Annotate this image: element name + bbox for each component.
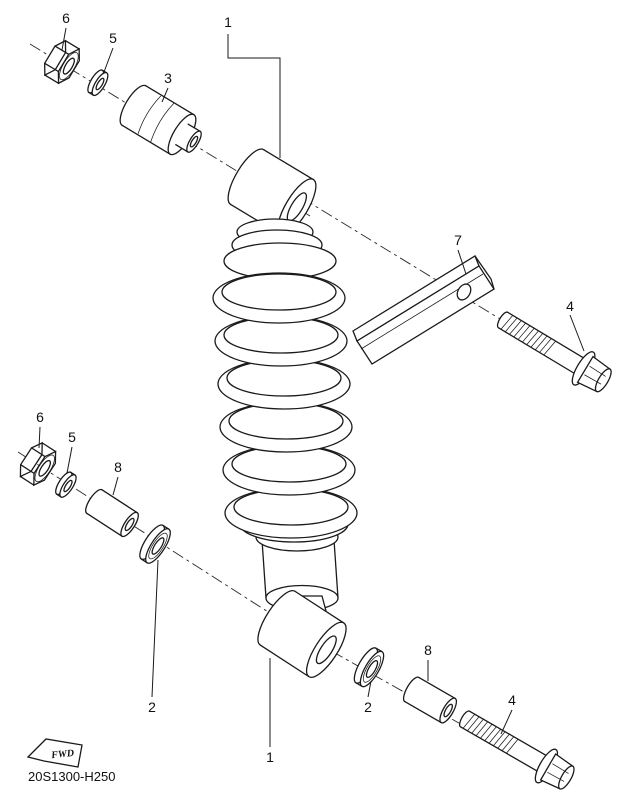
callout-labels: 6 5 3 1 7 4 6 5 8 2 1 2 8 4 <box>36 10 574 765</box>
hex-nut-upper <box>38 36 86 88</box>
leader-lines <box>38 27 585 747</box>
callout-6-upper: 6 <box>62 10 70 26</box>
fwd-indicator: FWD <box>26 738 83 768</box>
spacer-collar-right <box>399 674 461 726</box>
callout-6-lower: 6 <box>36 409 44 425</box>
dust-seal-right <box>349 644 389 691</box>
pivot-bushing <box>114 80 211 165</box>
dust-seal-left <box>134 521 176 568</box>
bolt-lower <box>451 700 581 797</box>
callout-4-lower: 4 <box>508 692 516 708</box>
relay-bracket <box>352 255 495 365</box>
callout-5-lower: 5 <box>68 429 76 445</box>
callout-1-top: 1 <box>224 14 232 30</box>
bracket-hole <box>456 283 472 301</box>
callout-3: 3 <box>164 70 172 86</box>
callout-5-upper: 5 <box>109 30 117 46</box>
washer-lower <box>52 469 80 501</box>
shock-absorber <box>212 143 358 684</box>
callout-7: 7 <box>454 232 462 248</box>
coil-spring <box>212 272 358 539</box>
spacer-collar-left <box>81 486 143 540</box>
callout-4-upper: 4 <box>566 298 574 314</box>
fwd-label: FWD <box>50 748 75 761</box>
callout-8-right: 8 <box>424 642 432 658</box>
washer-upper <box>84 67 112 99</box>
callout-1-bottom: 1 <box>266 749 274 765</box>
callout-2-right: 2 <box>364 699 372 715</box>
callout-2-left: 2 <box>148 699 156 715</box>
bolt-upper <box>489 301 618 400</box>
part-number-label: 20S1300-H250 <box>28 769 115 784</box>
fwd-arrow-icon <box>26 738 83 768</box>
hex-nut-lower <box>14 438 62 490</box>
shock-body <box>262 540 338 598</box>
callout-8-left: 8 <box>114 459 122 475</box>
